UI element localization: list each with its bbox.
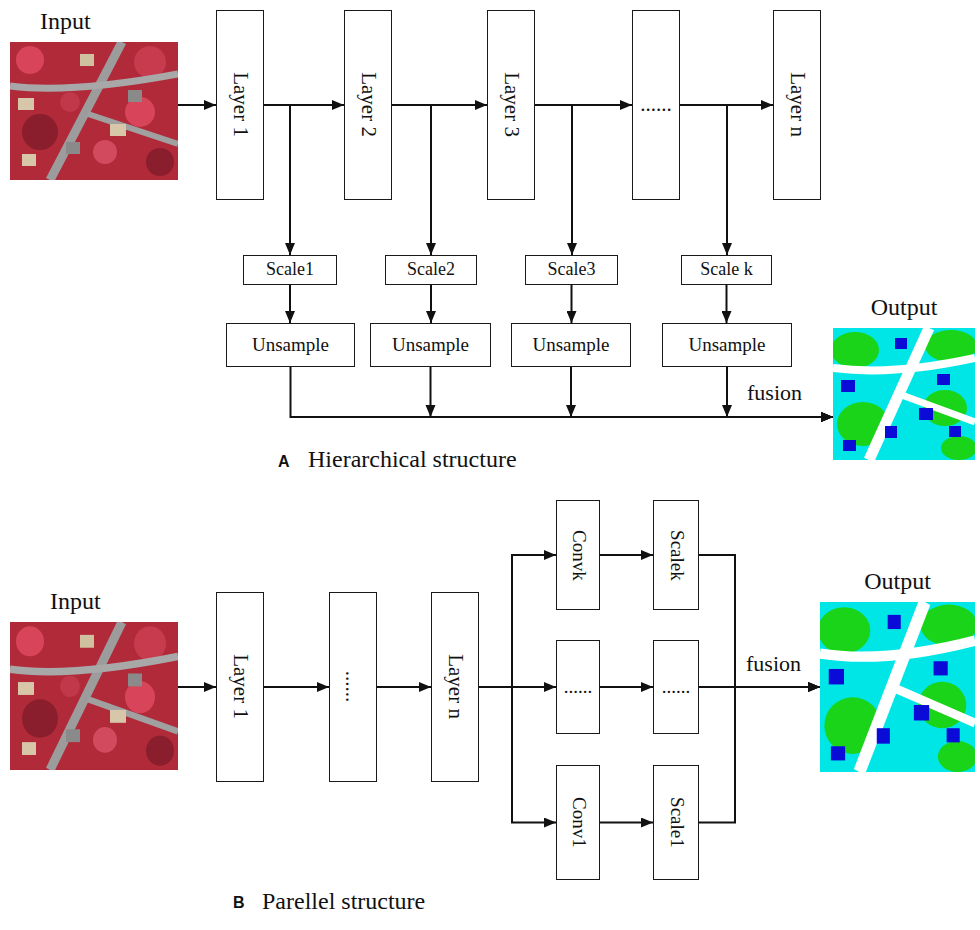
segmentation-map xyxy=(818,602,977,772)
box-label: Scale1 xyxy=(266,260,314,280)
connector-arrow xyxy=(377,686,431,688)
connector-arrow xyxy=(291,367,834,417)
scale-box: Scale3 xyxy=(525,255,618,285)
scale-box: Scale2 xyxy=(385,255,477,285)
edge-label: fusion xyxy=(745,380,804,405)
box-label: ...... xyxy=(341,671,364,703)
panel-letter: B xyxy=(233,894,245,912)
layer-box: Layer n xyxy=(773,10,821,200)
panel-caption: Hierarchical structure xyxy=(308,446,517,474)
connector-arrow xyxy=(479,687,556,823)
connector-arrow xyxy=(571,367,833,417)
output-image: Output xyxy=(833,328,975,460)
box-label: Layer 1 xyxy=(228,655,251,720)
layer-box: ...... xyxy=(329,592,377,782)
connector-arrow xyxy=(264,686,329,688)
connector-arrow xyxy=(680,105,727,255)
layer-box: Layer 1 xyxy=(216,592,264,782)
connector-arrow xyxy=(600,686,653,688)
box-label: ...... xyxy=(564,677,593,698)
box-label: Scale2 xyxy=(407,260,455,280)
upsample-box: Unsample xyxy=(662,323,792,367)
box-label: Layer 3 xyxy=(499,73,522,138)
layer-box: Layer 2 xyxy=(344,10,392,200)
layer-box: Layer 3 xyxy=(487,10,535,200)
layer-box: Layer n xyxy=(431,592,479,782)
connector-arrow xyxy=(430,285,432,323)
connector-arrow xyxy=(431,367,834,417)
box-label: Convk xyxy=(568,530,589,581)
connector-arrow xyxy=(264,105,290,255)
box-label: Unsample xyxy=(532,335,609,356)
panel-letter: A xyxy=(278,453,290,471)
conv-box: ...... xyxy=(556,640,600,734)
conv-box: Convk xyxy=(556,500,600,610)
scale-box: ...... xyxy=(653,640,699,734)
junction-arrowhead xyxy=(566,405,576,417)
aerial-image xyxy=(10,42,178,180)
conv-box: Conv1 xyxy=(556,765,600,880)
upsample-box: Unsample xyxy=(370,323,491,367)
box-label: Unsample xyxy=(688,335,765,356)
panel-caption: Parellel structure xyxy=(262,888,425,916)
box-label: Layer n xyxy=(443,655,466,720)
box-label: Layer 1 xyxy=(228,73,251,138)
connector-arrow xyxy=(535,105,572,255)
aerial-image xyxy=(10,622,178,770)
image-heading: Output xyxy=(833,294,975,322)
upsample-box: Unsample xyxy=(511,323,631,367)
scale-box: Scale1 xyxy=(243,255,337,285)
image-heading: Output xyxy=(820,568,975,596)
scale-box: Scale1 xyxy=(653,765,699,880)
edge-label: fusion xyxy=(744,651,803,676)
connector-arrow xyxy=(178,686,216,688)
box-label: ...... xyxy=(640,93,672,116)
image-heading: Input xyxy=(40,8,91,36)
output-image: Output xyxy=(820,602,975,772)
connector-arrow xyxy=(479,555,556,687)
box-label: Scalek xyxy=(666,530,687,581)
junction-arrowhead xyxy=(722,405,732,417)
box-label: ...... xyxy=(662,677,691,698)
connector-arrow xyxy=(726,285,728,323)
box-label: Scale1 xyxy=(666,797,687,848)
junction-arrowhead xyxy=(426,405,436,417)
layer-box: ...... xyxy=(632,10,680,200)
connector-arrow xyxy=(571,285,573,323)
connector-arrow xyxy=(699,555,820,687)
box-label: Scale k xyxy=(700,260,752,280)
input-image: Input xyxy=(10,622,178,770)
box-label: Unsample xyxy=(392,335,469,356)
scale-box: Scalek xyxy=(653,500,699,610)
connector-arrow xyxy=(392,105,431,255)
box-label: Unsample xyxy=(252,335,329,356)
image-heading: Input xyxy=(50,588,101,616)
box-label: Conv1 xyxy=(568,797,589,848)
connector-arrow xyxy=(178,104,216,106)
scale-box: Scale k xyxy=(681,255,772,285)
connector-arrow xyxy=(289,285,291,323)
connector-arrow xyxy=(600,822,653,824)
segmentation-map xyxy=(831,328,977,460)
input-image: Input xyxy=(10,42,178,180)
connector-arrow xyxy=(727,367,833,417)
box-label: Layer 2 xyxy=(356,73,379,138)
box-label: Layer n xyxy=(785,73,808,138)
connector-arrow xyxy=(600,554,653,556)
box-label: Scale3 xyxy=(548,260,596,280)
connector-arrow xyxy=(699,687,820,823)
layer-box: Layer 1 xyxy=(216,10,264,200)
upsample-box: Unsample xyxy=(226,323,355,367)
